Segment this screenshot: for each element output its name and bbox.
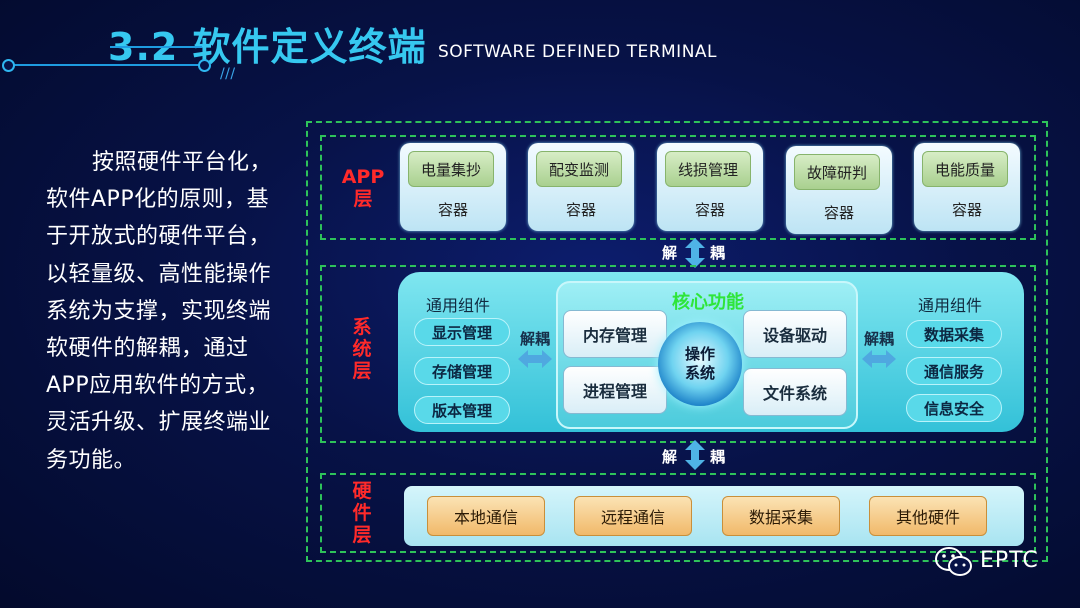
system-layer-label: 系 统 层 (344, 316, 380, 382)
app-name: 线损管理 (665, 151, 751, 187)
hardware-layer-label: 硬 件 层 (344, 480, 380, 546)
diagram-frame (306, 121, 1048, 562)
core-item[interactable]: 文件系统 (743, 368, 847, 416)
right-group-title: 通用组件 (918, 296, 983, 315)
system-layer-frame (320, 265, 1036, 443)
component-pill[interactable]: 信息安全 (906, 394, 1002, 422)
app-layer-label-line2: 层 (353, 188, 373, 210)
app-container: 容器 (951, 201, 982, 219)
system-label-char: 统 (352, 338, 372, 360)
component-pill[interactable]: 存储管理 (414, 357, 510, 385)
app-name: 电量集抄 (408, 151, 494, 187)
core-item[interactable]: 进程管理 (563, 366, 667, 414)
os-label-line2: 系统 (684, 364, 715, 382)
app-container: 容器 (823, 204, 854, 222)
header-line (8, 64, 208, 66)
hardware-item[interactable]: 其他硬件 (869, 496, 987, 536)
side-decouple-left: 解耦 (520, 330, 551, 348)
core-item[interactable]: 设备驱动 (743, 310, 847, 358)
os-label-line1: 操作 (684, 345, 715, 363)
app-card[interactable]: 线损管理 容器 (657, 143, 763, 231)
page-title: 3.2 软件定义终端 (108, 25, 427, 69)
vertical-arrow-icon (685, 440, 705, 470)
description-paragraph: 按照硬件平台化，软件APP化的原则，基于开放式的硬件平台，以轻量级、高性能操作系… (46, 150, 273, 473)
page-subtitle: SOFTWARE DEFINED TERMINAL (438, 42, 718, 62)
decouple-label-left: 解 (662, 244, 678, 262)
horizontal-arrow-icon (518, 350, 552, 368)
horizontal-arrow-icon (862, 350, 896, 368)
wechat-icon (935, 547, 972, 576)
app-card[interactable]: 故障研判 容器 (786, 146, 892, 234)
header-dot-right (198, 59, 211, 72)
left-group-title: 通用组件 (426, 296, 491, 315)
app-card[interactable]: 电量集抄 容器 (400, 143, 506, 231)
decouple-label-right: 耦 (710, 448, 726, 466)
system-label-char: 层 (352, 360, 372, 382)
app-layer-label: APP 层 (336, 166, 390, 210)
hardware-item[interactable]: 本地通信 (427, 496, 545, 536)
brand-label: EPTC (980, 548, 1039, 573)
side-decouple-right: 解耦 (864, 330, 895, 348)
hardware-item[interactable]: 远程通信 (574, 496, 692, 536)
hardware-layer-frame (320, 473, 1036, 553)
os-circle[interactable]: 操作 系统 (658, 322, 742, 406)
app-name: 配变监测 (536, 151, 622, 187)
hardware-label-char: 件 (352, 502, 372, 524)
vertical-arrow-icon (685, 238, 705, 268)
decouple-label-right: 耦 (710, 244, 726, 262)
app-container: 容器 (565, 201, 596, 219)
app-container: 容器 (437, 201, 468, 219)
hardware-label-char: 层 (352, 524, 372, 546)
app-card[interactable]: 电能质量 容器 (914, 143, 1020, 231)
component-pill[interactable]: 通信服务 (906, 357, 1002, 385)
header-dot-left (2, 59, 15, 72)
header-slashes: / / / (220, 66, 235, 82)
hardware-label-char: 硬 (352, 480, 372, 502)
component-pill[interactable]: 数据采集 (906, 320, 1002, 348)
component-pill[interactable]: 显示管理 (414, 318, 510, 346)
app-name: 电能质量 (922, 151, 1008, 187)
core-item[interactable]: 内存管理 (563, 310, 667, 358)
app-card[interactable]: 配变监测 容器 (528, 143, 634, 231)
header-line-upper (110, 46, 202, 48)
system-label-char: 系 (352, 316, 372, 338)
decouple-label-left: 解 (662, 448, 678, 466)
component-pill[interactable]: 版本管理 (414, 396, 510, 424)
app-name: 故障研判 (794, 154, 880, 190)
hardware-item[interactable]: 数据采集 (722, 496, 840, 536)
app-layer-frame (320, 135, 1036, 240)
core-title: 核心功能 (672, 292, 744, 313)
app-container: 容器 (694, 201, 725, 219)
app-layer-label-line1: APP (341, 166, 385, 188)
